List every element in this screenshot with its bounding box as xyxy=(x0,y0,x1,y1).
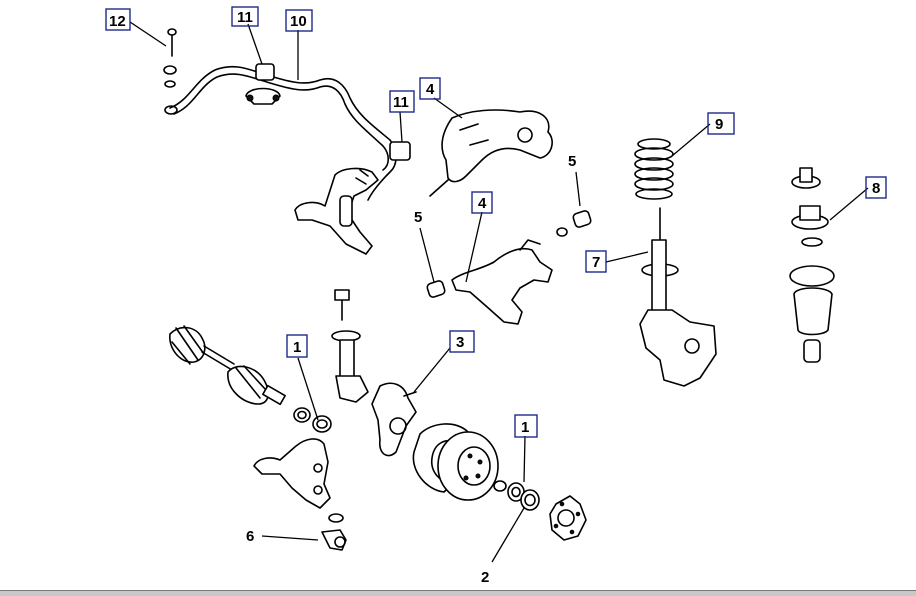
drive-axle xyxy=(169,325,286,406)
lower-control-arm-top xyxy=(429,109,553,197)
callout-11-right-label: 11 xyxy=(393,94,409,111)
wheel-bearing-left xyxy=(293,407,332,433)
strut-assembly-right xyxy=(639,207,717,387)
callout-8-label: 8 xyxy=(872,180,880,197)
strut-assembly-center xyxy=(331,289,369,403)
stabilizer-bar xyxy=(164,65,397,201)
lower-control-arm-upper-left xyxy=(294,167,379,255)
callout-3: 3 xyxy=(449,330,475,353)
callout-10-label: 10 xyxy=(290,13,307,30)
callout-11-top: 11 xyxy=(231,6,259,27)
callout-9: 9 xyxy=(707,112,735,135)
callout-1-right-label: 1 xyxy=(521,419,529,436)
lower-control-arm-bottom xyxy=(253,438,331,509)
callout-6: 6 xyxy=(246,528,254,545)
callout-12: 12 xyxy=(105,8,131,31)
callout-5-right-label: 5 xyxy=(568,153,576,170)
callout-1-left-label: 1 xyxy=(293,339,301,356)
strut-mount-stack xyxy=(789,167,835,363)
callout-4-middle: 4 xyxy=(471,191,493,214)
callout-1-left: 1 xyxy=(286,334,308,358)
wheel-bearing-right xyxy=(507,482,540,511)
callout-4-top: 4 xyxy=(419,77,441,100)
steering-knuckle xyxy=(371,382,417,457)
brake-rotor xyxy=(437,431,507,501)
stabilizer-bushing-left xyxy=(245,63,281,105)
bottom-rule xyxy=(0,590,916,596)
lower-control-arm-middle xyxy=(451,239,553,325)
callout-11-right: 11 xyxy=(389,90,415,113)
control-arm-bushing-right xyxy=(556,210,592,237)
stabilizer-link-bolt xyxy=(163,28,177,88)
callout-4-top-label: 4 xyxy=(426,81,435,98)
callout-5-left-label: 5 xyxy=(414,209,422,226)
callout-5-right: 5 xyxy=(568,153,576,170)
control-arm-bushing-left xyxy=(426,280,446,298)
leader-lines xyxy=(129,21,869,563)
callout-5-left: 5 xyxy=(414,209,422,226)
callout-7-label: 7 xyxy=(592,254,600,271)
coil-spring xyxy=(634,138,674,200)
callout-7: 7 xyxy=(585,250,607,273)
callout-9-label: 9 xyxy=(715,116,723,133)
ball-joint xyxy=(321,513,347,551)
stabilizer-bushing-right xyxy=(389,141,411,161)
callout-1-right: 1 xyxy=(514,414,538,438)
wheel-hub xyxy=(549,495,587,541)
callout-2: 2 xyxy=(481,569,489,586)
callout-4-middle-label: 4 xyxy=(478,195,487,212)
callout-2-label: 2 xyxy=(481,569,489,586)
callout-10: 10 xyxy=(285,9,313,32)
callout-12-label: 12 xyxy=(109,13,126,30)
callout-6-label: 6 xyxy=(246,528,254,545)
callout-11-top-label: 11 xyxy=(237,9,253,26)
callout-3-label: 3 xyxy=(456,334,464,351)
callout-8: 8 xyxy=(865,176,887,199)
